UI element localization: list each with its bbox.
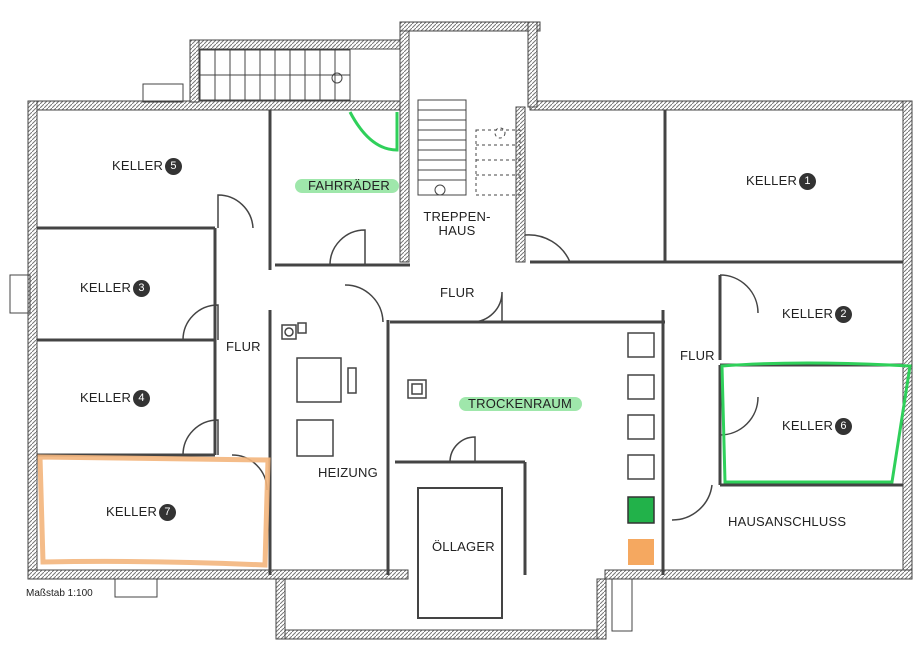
- keller4-number: 4: [133, 390, 151, 407]
- keller1-number: 1: [799, 173, 817, 190]
- flur-left-label: FLUR: [226, 339, 261, 354]
- treppenhaus-line1: TREPPEN-: [423, 209, 491, 224]
- flur-right-label: FLUR: [680, 348, 715, 363]
- keller1-text: KELLER: [746, 172, 798, 188]
- green-box: [627, 496, 655, 524]
- keller7-number: 7: [159, 504, 177, 521]
- stair-top: [199, 49, 351, 101]
- oellager-tank: [417, 487, 503, 619]
- doors: [182, 194, 759, 521]
- flur-top-label: FLUR: [440, 285, 475, 300]
- treppenhaus-line2: HAUS: [438, 223, 476, 238]
- heizung-equipment: [281, 322, 427, 457]
- keller6-highlight: [720, 361, 912, 484]
- keller3-number: 3: [133, 280, 151, 297]
- window-top: [142, 83, 184, 103]
- keller2-number: 2: [835, 306, 853, 323]
- fahrraeder-door-highlight: [348, 111, 399, 152]
- outer-walls: [27, 21, 913, 640]
- keller7-highlight: [37, 454, 271, 568]
- keller3-text: KELLER: [80, 279, 132, 295]
- hausanschluss-label: HAUSANSCHLUSS: [728, 514, 847, 529]
- keller6-number: 6: [835, 418, 853, 435]
- window-left: [9, 274, 31, 314]
- fahrraeder-label: FAHRRÄDER: [308, 178, 390, 193]
- trockenraum-boxes: [627, 332, 655, 480]
- heizung-label: HEIZUNG: [318, 465, 378, 480]
- treppenhaus-label: TREPPEN- HAUS: [422, 210, 492, 238]
- keller2-text: KELLER: [782, 305, 834, 321]
- window-bottom-right: [611, 578, 633, 632]
- trockenraum-label: TROCKENRAUM: [468, 396, 573, 411]
- keller7-text: KELLER: [106, 503, 158, 519]
- window-bottom-left: [114, 578, 158, 598]
- oellager-label: ÖLLAGER: [432, 539, 495, 554]
- orange-box: [628, 539, 654, 565]
- keller4-text: KELLER: [80, 389, 132, 405]
- keller5-number: 5: [165, 158, 183, 175]
- scale-label: Maßstab 1:100: [26, 588, 93, 599]
- keller5-text: KELLER: [112, 157, 164, 173]
- stair-treppenhaus: [417, 99, 521, 196]
- keller6-text: KELLER: [782, 417, 834, 433]
